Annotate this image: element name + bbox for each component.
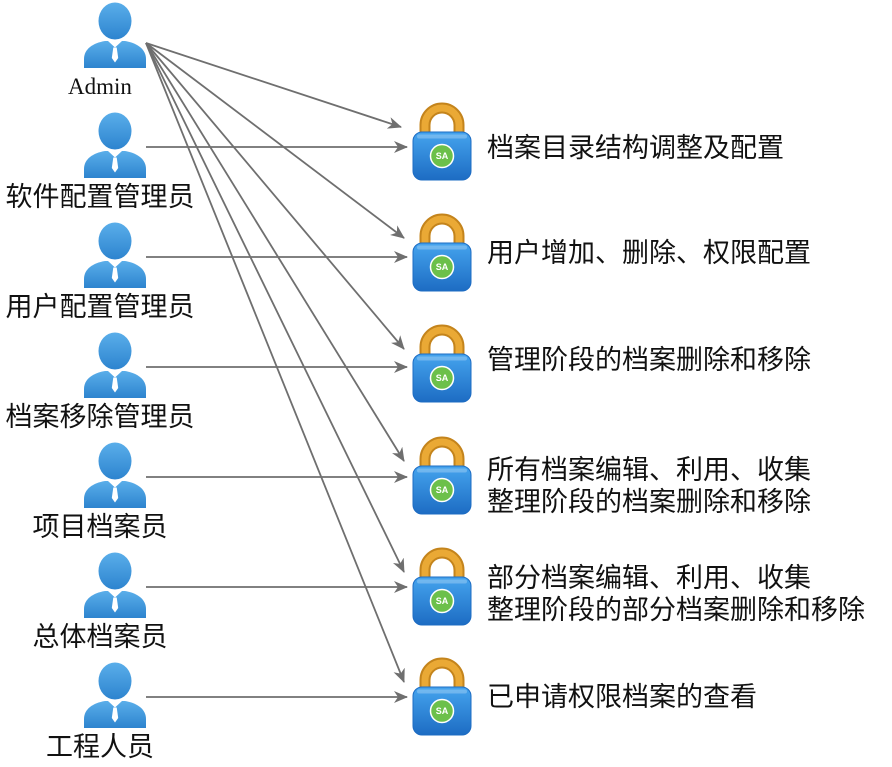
project-archivist-user-icon [84, 442, 146, 508]
lock-icon [413, 442, 471, 514]
role-label-general-archivist: 总体档案员 [32, 622, 168, 652]
permission-label-6: 已申请权限档案的查看 [487, 681, 757, 713]
lock-icon [413, 219, 471, 291]
arrow-admin-to-permission-4 [145, 42, 405, 462]
permission-label-3: 管理阶段的档案删除和移除 [487, 344, 811, 376]
permission-label-line: 所有档案编辑、利用、收集 [487, 455, 811, 485]
permission-label-line: 档案目录结构调整及配置 [487, 133, 784, 163]
permission-label-2: 用户增加、删除、权限配置 [487, 237, 811, 269]
lock-icon [413, 663, 471, 735]
lock-badge-label: SA [436, 151, 449, 161]
connection-arrows [145, 42, 408, 703]
engineer-user-icon [84, 662, 146, 728]
permission-label-line: 管理阶段的档案删除和移除 [487, 345, 811, 375]
user-config-admin-user-icon [84, 222, 146, 288]
lock-icon [413, 108, 471, 180]
lock-badge-label: SA [436, 596, 449, 606]
role-label-admin: Admin [68, 74, 132, 99]
permission-label-line: 整理阶段的部分档案删除和移除 [487, 595, 865, 625]
permission-4-lock: SA [413, 442, 471, 514]
permission-5-lock: SA [413, 553, 471, 625]
role-label-engineer: 工程人员 [46, 732, 154, 762]
role-label-archive-removal-admin: 档案移除管理员 [5, 402, 195, 432]
permission-6-lock: SA [413, 663, 471, 735]
admin-user-icon [84, 2, 146, 68]
arrow-admin-to-permission-1 [145, 42, 402, 129]
lock-icon [413, 330, 471, 402]
general-archivist-user-icon [84, 552, 146, 618]
permission-label-line: 用户增加、删除、权限配置 [487, 238, 811, 268]
arrow-admin-to-permission-6 [145, 42, 405, 683]
role-label-user-config-admin: 用户配置管理员 [5, 292, 195, 322]
lock-badge-label: SA [436, 485, 449, 495]
permission-label-1: 档案目录结构调整及配置 [487, 132, 784, 164]
role-label-software-config-admin: 软件配置管理员 [5, 182, 195, 212]
permission-label-line: 已申请权限档案的查看 [487, 682, 757, 712]
permission-3-lock: SA [413, 330, 471, 402]
lock-badge-label: SA [436, 373, 449, 383]
lock-badge-label: SA [436, 706, 449, 716]
permission-label-line: 整理阶段的档案删除和移除 [487, 487, 811, 517]
lock-badge-label: SA [436, 262, 449, 272]
permission-label-line: 部分档案编辑、利用、收集 [487, 563, 811, 593]
permission-label-4: 所有档案编辑、利用、收集 整理阶段的档案删除和移除 [487, 454, 811, 518]
arrow-admin-to-permission-2 [145, 42, 405, 239]
software-config-admin-user-icon [84, 112, 146, 178]
arrow-admin-to-permission-5 [145, 42, 405, 573]
permission-1-lock: SA [413, 108, 471, 180]
archive-removal-admin-user-icon [84, 332, 146, 398]
role-label-project-archivist: 项目档案员 [32, 512, 168, 542]
permission-2-lock: SA [413, 219, 471, 291]
arrow-admin-to-permission-3 [145, 42, 405, 350]
permission-label-5: 部分档案编辑、利用、收集 整理阶段的部分档案删除和移除 [487, 562, 865, 626]
lock-icon [413, 553, 471, 625]
